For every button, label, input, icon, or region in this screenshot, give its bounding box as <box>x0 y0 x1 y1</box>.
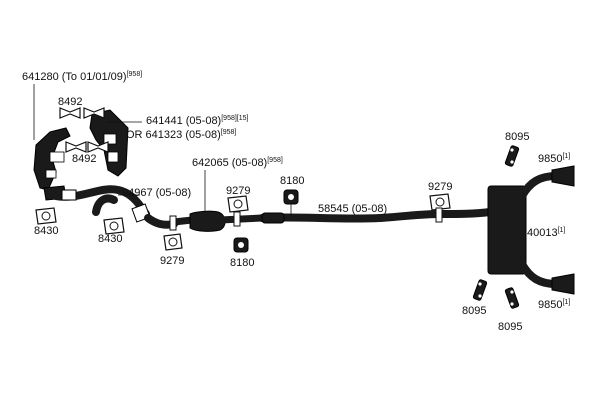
leader-lines <box>33 84 206 212</box>
manifold-gasket-8492-top <box>59 107 105 119</box>
label-8095-bottom-right: 8095 <box>498 321 522 333</box>
label-8180-bottom: 8180 <box>230 257 254 269</box>
label-641323: OR 641323 (05-08)[958] <box>126 129 236 141</box>
label-9850-top: 9850[1] <box>538 153 570 165</box>
flange-gasket-9279-c <box>163 215 183 251</box>
flange-gasket-9279-a <box>227 195 249 227</box>
hanger-8095-top <box>504 145 520 167</box>
hanger-8180-top <box>283 189 299 216</box>
intermediate-pipe-58545 <box>258 208 494 224</box>
label-8430-b: 8430 <box>98 233 122 245</box>
label-8430-a: 8430 <box>34 225 58 237</box>
label-9279-b: 9279 <box>428 181 452 193</box>
label-8095-top: 8095 <box>505 131 529 143</box>
label-9850-bottom: 9850[1] <box>538 299 570 311</box>
flange-gasket-8430-b <box>103 217 125 235</box>
label-40013: 40013[1] <box>527 227 565 239</box>
label-8492-mid: 8492 <box>72 153 96 165</box>
exhaust-manifold-641441 <box>89 109 129 177</box>
hanger-8095-bottom-left <box>472 279 488 301</box>
exhaust-manifold-641280 <box>33 127 71 201</box>
flange-gasket-8430-a <box>35 207 57 225</box>
label-8095-bottom-left: 8095 <box>462 305 486 317</box>
label-641280: 641280 (To 01/01/09)[958] <box>22 71 142 83</box>
label-8492-top: 8492 <box>58 96 82 108</box>
tailpipe-tip-9850-bottom <box>551 273 575 295</box>
label-9279-c: 9279 <box>160 255 184 267</box>
tailpipe-tip-9850-top <box>551 165 575 187</box>
manifold-gasket-8492-mid <box>65 141 109 153</box>
hanger-8095-bottom-right <box>504 287 520 309</box>
y-pipe-94967 <box>52 185 178 229</box>
label-642065: 642065 (05-08)[958] <box>192 157 283 169</box>
label-641441: 641441 (05-08)[958][15] <box>146 115 249 127</box>
label-9279-a: 9279 <box>226 185 250 197</box>
label-8180-top: 8180 <box>280 175 304 187</box>
hanger-8180-bottom <box>233 237 249 253</box>
catalytic-converter-642065 <box>170 210 266 232</box>
label-94967: 94967 (05-08) <box>122 187 191 199</box>
label-58545: 58545 (05-08) <box>318 203 387 215</box>
flange-gasket-9279-b <box>429 193 451 223</box>
